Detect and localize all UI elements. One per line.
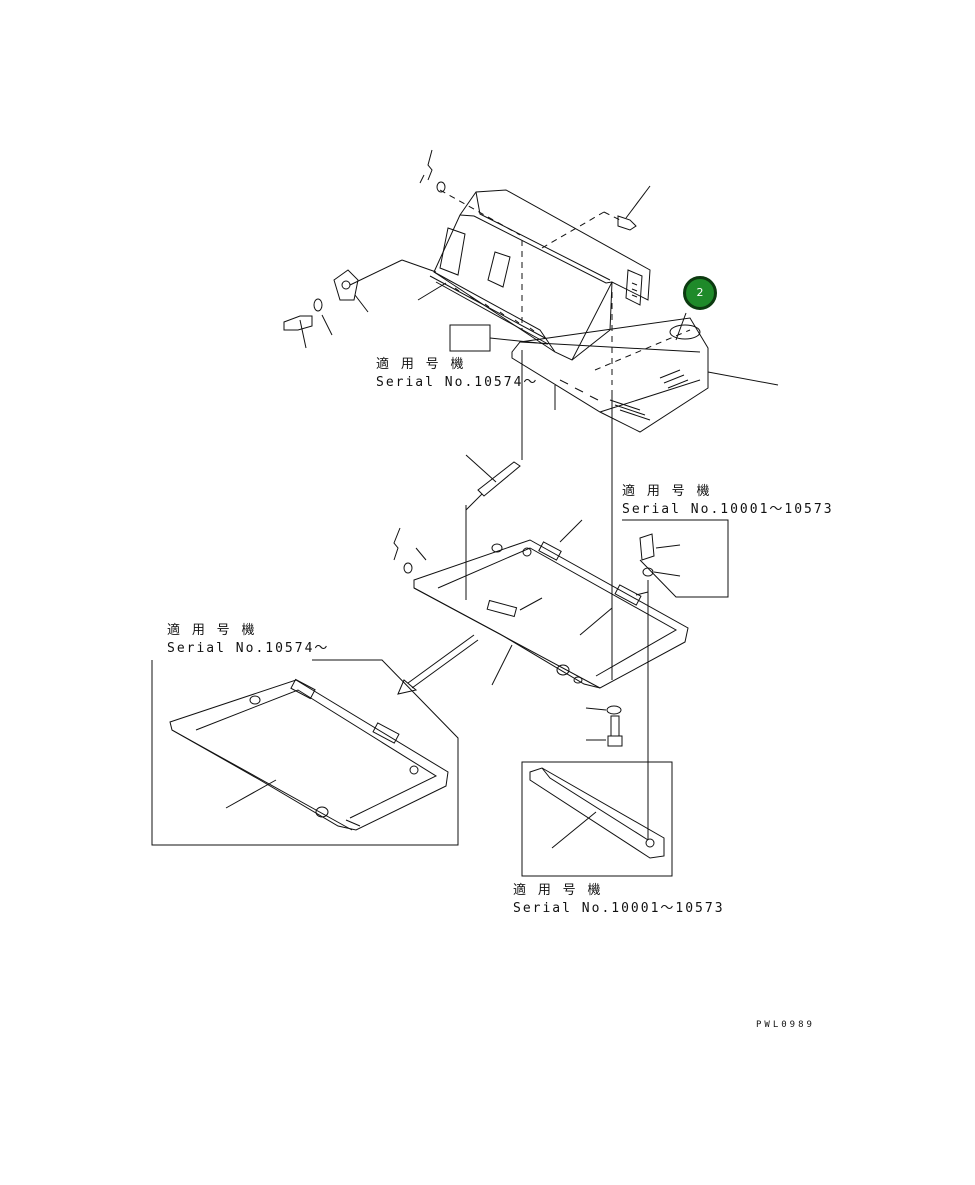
left-serial-number: Serial No.10574～ [167,641,330,656]
latch-parts [284,270,368,348]
center-lines [440,190,690,385]
bottom-detail-box [522,762,672,876]
bottom-serial-number: Serial No.10001～10573 [513,901,725,916]
right-serial-label: 適 用 号 機 Serial No.10001～10573 [622,483,834,519]
upper-serial-label: 適 用 号 機 Serial No.10574～ [376,356,538,392]
bottom-bolt [586,706,622,746]
left-serial-label: 適 用 号 機 Serial No.10574～ [167,622,329,658]
bottom-serial-title: 適 用 号 機 [513,883,603,898]
floor-plate [512,318,708,432]
reference-box [450,325,490,351]
upper-serial-number: Serial No.10574～ [376,375,539,390]
upper-cover [430,190,650,360]
bottom-serial-label: 適 用 号 機 Serial No.10001～10573 [513,882,725,918]
guide-lines [350,260,648,840]
left-detail-box [152,660,458,845]
detail-arrow [398,635,478,694]
drawing-code: PWL0989 [756,1020,815,1030]
mid-frame [394,520,688,688]
left-serial-title: 適 用 号 機 [167,623,257,638]
upper-serial-title: 適 用 号 機 [376,357,466,372]
gas-spring [466,455,520,510]
top-hardware [420,150,650,230]
right-serial-number: Serial No.10001～10573 [622,502,834,517]
part-callout-2[interactable]: 2 [683,276,717,310]
right-detail-box [622,520,728,597]
right-serial-title: 適 用 号 機 [622,484,712,499]
